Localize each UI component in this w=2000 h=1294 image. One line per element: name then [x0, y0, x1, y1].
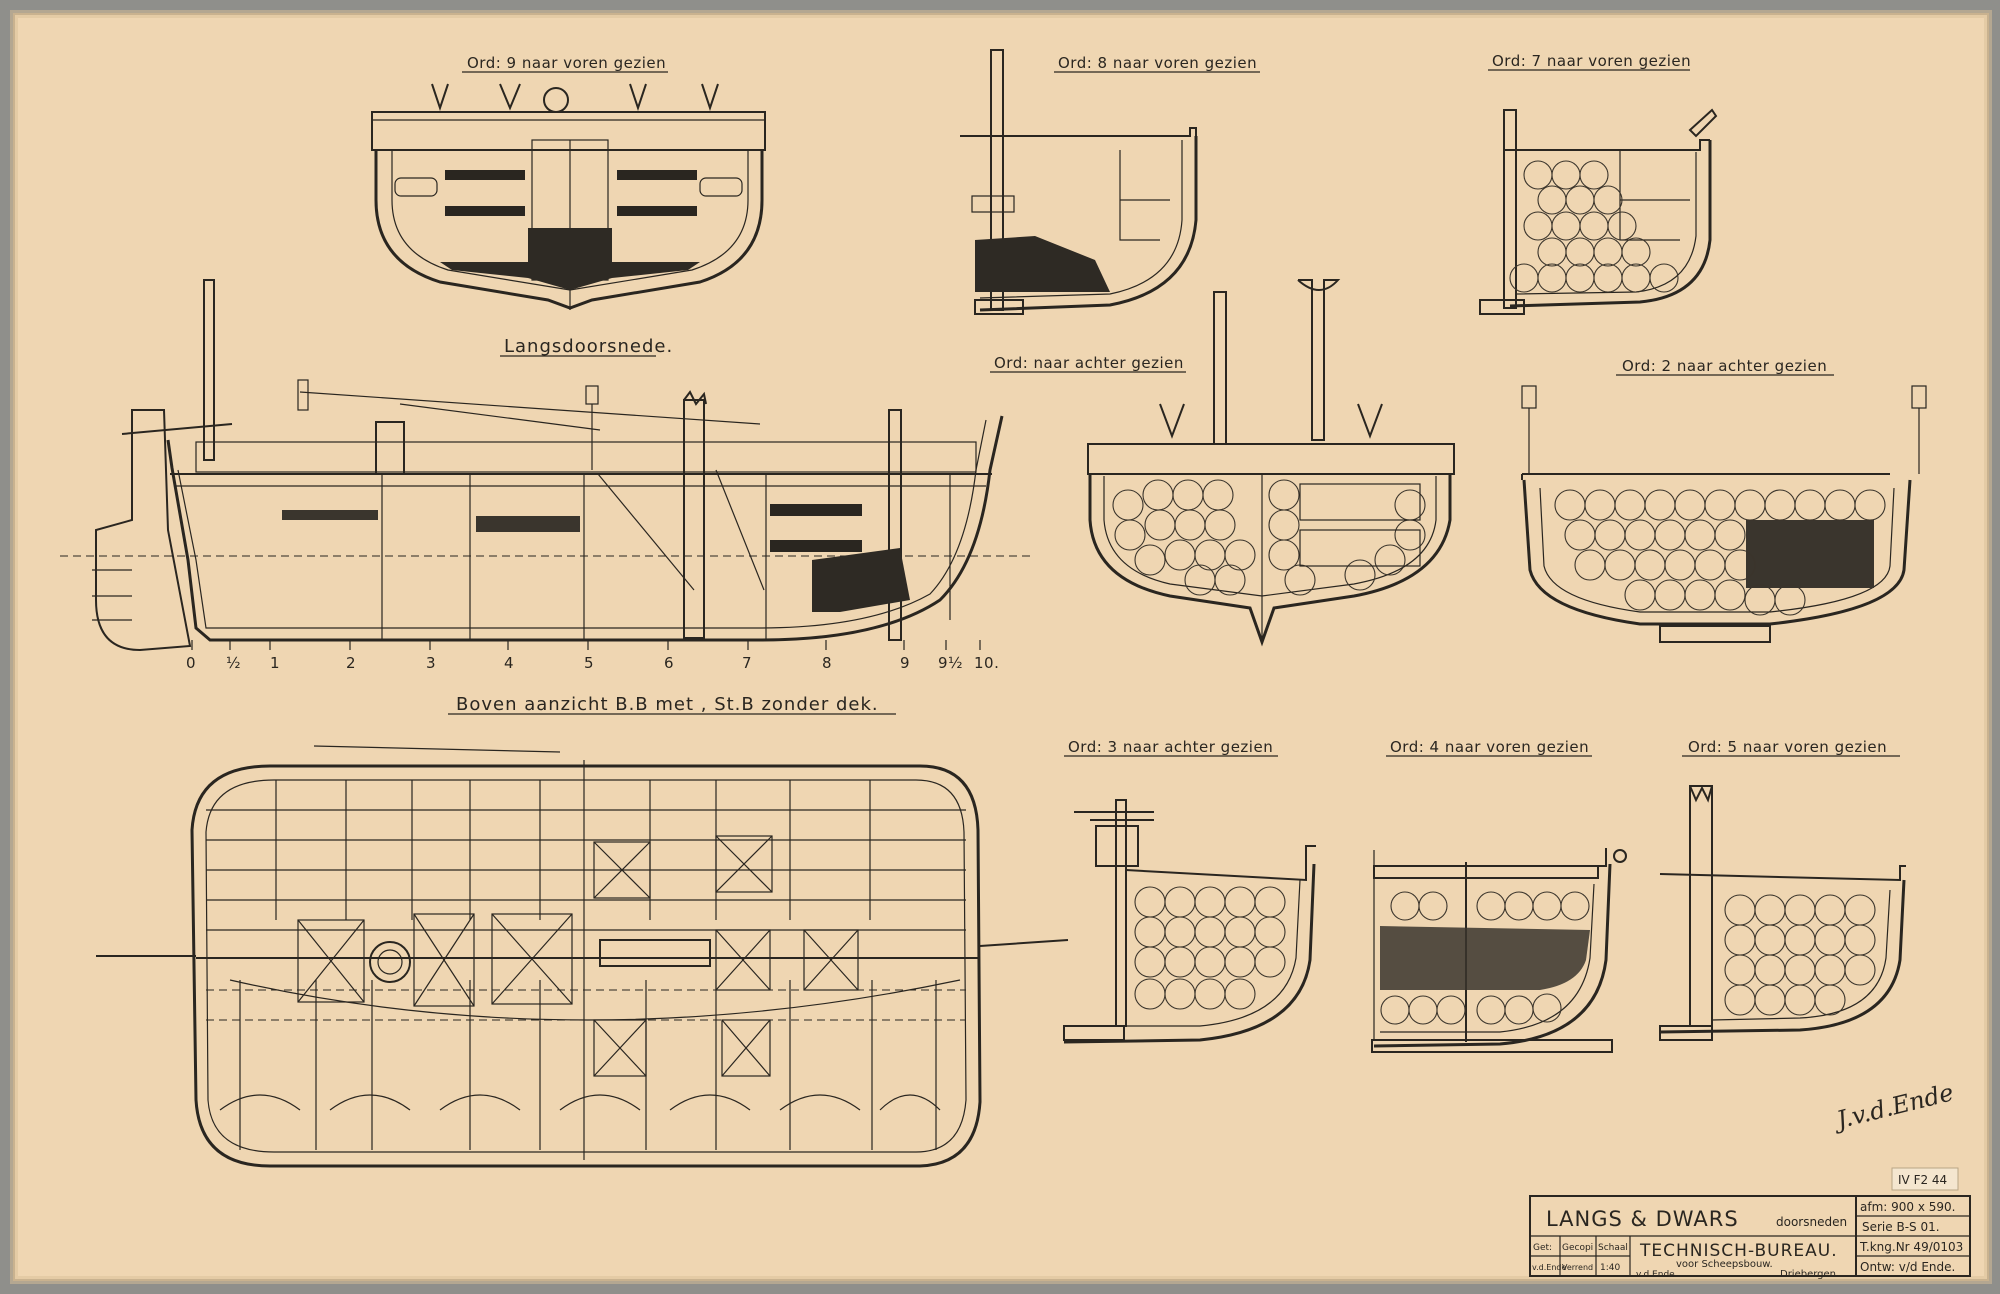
- title-block: LANGS & DWARS doorsneden TECHNISCH-BUREA…: [1529, 1195, 1971, 1280]
- label-ord4: Ord: 4 naar voren gezien: [1390, 738, 1589, 756]
- section-longitudinal: Langsdoorsnede.: [60, 279, 1030, 672]
- tekening-nr: T.kng.Nr 49/0103: [1859, 1240, 1963, 1254]
- section-ord2: Ord: 2 naar achter gezien: [1521, 357, 1927, 643]
- frame-1: 1: [270, 654, 280, 672]
- title-main: LANGS & DWARS: [1546, 1207, 1739, 1231]
- val-get: v.d.Ende: [1532, 1263, 1566, 1272]
- frame-3: 3: [426, 654, 436, 672]
- section-ord5: Ord: 5 naar voren gezien: [1659, 738, 1906, 1041]
- col-schaal: Schaal: [1598, 1243, 1628, 1253]
- frame-numbers: 0 ½ 1 2 3 4 5 6 7 8 9 9½ 10.: [186, 654, 999, 672]
- ontwerp: Ontw: v/d Ende.: [1860, 1260, 1955, 1274]
- label-ord8: Ord: 8 naar voren gezien: [1058, 54, 1257, 72]
- section-ord4: Ord: 4 naar voren gezien: [1371, 738, 1627, 1053]
- label-langsdoorsnede: Langsdoorsnede.: [504, 336, 673, 357]
- ord2-barrels: [1554, 489, 1886, 616]
- section-ord-achter: Ord: naar achter gezien: [990, 279, 1455, 647]
- ord-achter-barrels: [1112, 479, 1426, 596]
- place: Driebergen: [1780, 1269, 1836, 1280]
- frame-9-half: 9½: [938, 654, 963, 672]
- frame-6: 6: [664, 654, 674, 672]
- drawn-by: v.d.Ende: [1636, 1270, 1675, 1280]
- bureau-name: TECHNISCH-BUREAU.: [1639, 1241, 1838, 1261]
- bureau-subtitle: voor Scheepsbouw.: [1676, 1259, 1773, 1270]
- label-ord5: Ord: 5 naar voren gezien: [1688, 738, 1887, 756]
- ord5-barrels: [1724, 894, 1876, 1016]
- frame-9: 9: [900, 654, 910, 672]
- label-ord7: Ord: 7 naar voren gezien: [1492, 52, 1691, 70]
- ord7-barrels: [1509, 160, 1679, 293]
- label-ord-achter: Ord: naar achter gezien: [994, 354, 1184, 372]
- val-gecopi: Verrend: [1562, 1263, 1593, 1272]
- frame-4: 4: [504, 654, 514, 672]
- frame-0: 0: [186, 654, 196, 672]
- frame-half: ½: [226, 654, 241, 672]
- label-ord3: Ord: 3 naar achter gezien: [1068, 738, 1273, 756]
- frame-7: 7: [742, 654, 752, 672]
- section-ord7: Ord: 7 naar voren gezien: [1479, 52, 1718, 315]
- frame-2: 2: [346, 654, 356, 672]
- label-ord9: Ord: 9 naar voren gezien: [467, 54, 666, 72]
- label-boven-aanzicht: Boven aanzicht B.B met , St.B zonder dek…: [456, 694, 879, 715]
- section-ord8: Ord: 8 naar voren gezien: [960, 49, 1260, 315]
- col-get: Get:: [1533, 1243, 1552, 1253]
- frame-8: 8: [822, 654, 832, 672]
- col-gecopi: Gecopi: [1562, 1243, 1593, 1253]
- section-ord9: Ord: 9 naar voren gezien: [371, 54, 766, 310]
- catalog-label: IV F2 44: [1898, 1173, 1947, 1187]
- val-schaal: 1:40: [1600, 1263, 1620, 1273]
- catalog-sticker: [1891, 1167, 1959, 1191]
- title-suffix: doorsneden: [1776, 1215, 1847, 1229]
- ord3-barrels: [1134, 886, 1286, 1010]
- paper: [13, 13, 1989, 1281]
- ord4-barrels: [1380, 891, 1590, 1025]
- format: afm: 900 x 590.: [1860, 1200, 1955, 1214]
- label-ord2: Ord: 2 naar achter gezien: [1622, 357, 1827, 375]
- section-ord3: Ord: 3 naar achter gezien: [1063, 738, 1316, 1044]
- ord4-coal: [1380, 926, 1590, 990]
- section-plan-view: Boven aanzicht B.B met , St.B zonder dek…: [96, 694, 1069, 1168]
- frame-5: 5: [584, 654, 594, 672]
- ord2-coal-bunker: [1746, 520, 1874, 588]
- serie: Serie B-S 01.: [1862, 1220, 1940, 1234]
- frame-10: 10.: [974, 654, 999, 672]
